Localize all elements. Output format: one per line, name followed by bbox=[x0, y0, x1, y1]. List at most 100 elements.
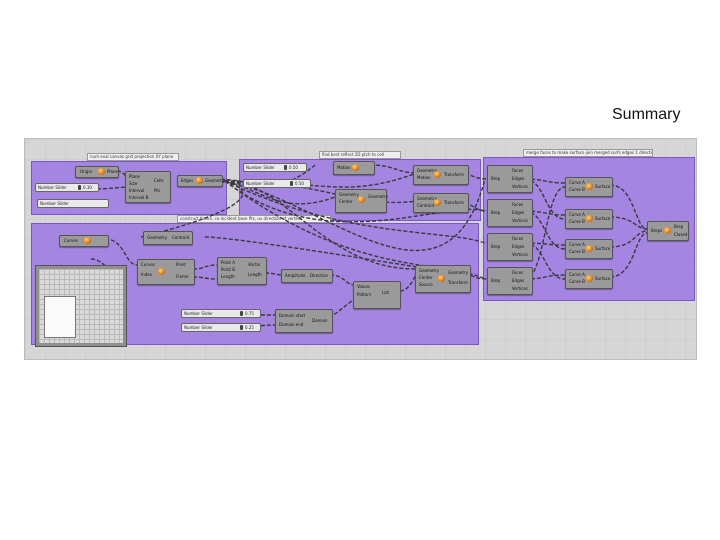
ruled-surface-1[interactable]: Curve A Curve B Surface bbox=[565, 177, 613, 197]
vector-out: Vector bbox=[248, 262, 261, 267]
edges-out: Edges bbox=[512, 210, 525, 215]
slider-label: Number Slider bbox=[246, 165, 275, 170]
brep-in: Brep bbox=[491, 210, 501, 215]
deconstruct-brep-4[interactable]: Brep Faces Edges Vertices bbox=[487, 267, 533, 295]
ruled-surface-icon bbox=[586, 245, 593, 252]
slider-value: 0.25 bbox=[245, 325, 254, 330]
deconstruct-brep-2[interactable]: Brep Faces Edges Vertices bbox=[487, 199, 533, 227]
ruled-surface-icon bbox=[586, 275, 593, 282]
curve-a: Curve A bbox=[569, 180, 585, 185]
orient-source: Source bbox=[419, 282, 433, 287]
point-b: Point B bbox=[221, 267, 235, 272]
slide-title: Summary bbox=[612, 106, 681, 123]
frame-frame: Frame bbox=[176, 274, 189, 279]
grasshopper-canvas[interactable]: num eval canvas grid projection XY plane… bbox=[24, 138, 697, 360]
move-node[interactable]: Motion bbox=[333, 161, 375, 175]
origin-plane-node[interactable]: Origin Plane bbox=[75, 166, 119, 178]
scale-node[interactable]: Geometry Center Geometry bbox=[335, 189, 388, 213]
curves-label: Curves bbox=[64, 238, 78, 243]
domain-end: Domain end bbox=[279, 322, 304, 327]
point-a: Point A bbox=[221, 260, 235, 265]
vector-2pt-node[interactable]: Point A Point B Length Vector Length bbox=[217, 257, 267, 285]
construct-domain-node[interactable]: Domain start Domain end Domain bbox=[275, 309, 333, 333]
slider-value: 0.75 bbox=[245, 311, 254, 316]
brep-join-node[interactable]: Breps Brep Closed bbox=[647, 221, 689, 241]
orient-transform: Transform bbox=[448, 280, 468, 285]
viewport-preview[interactable] bbox=[35, 265, 127, 347]
edges-out: Edges bbox=[512, 278, 525, 283]
frame-index: Index bbox=[141, 272, 153, 277]
group-label-merge: merge faces to make surface join merged … bbox=[523, 149, 653, 157]
frame-point: Point bbox=[176, 262, 186, 267]
surface-out: Surface bbox=[595, 184, 611, 189]
geometry-label: Geometry bbox=[147, 235, 167, 240]
domain-start: Domain start bbox=[279, 313, 306, 318]
direction-label: Direction bbox=[310, 273, 329, 278]
group-label-grid: num eval canvas grid projection XY plane bbox=[87, 153, 179, 161]
slider-knob[interactable] bbox=[284, 165, 287, 170]
amplitude-node[interactable]: Amplitude Direction bbox=[281, 269, 333, 283]
cull-pattern: Pattern bbox=[357, 292, 372, 297]
deconstruct-brep-1[interactable]: Brep Faces Edges Vertices bbox=[487, 165, 533, 193]
number-slider-6[interactable]: Number Slider 0.25 bbox=[181, 323, 261, 332]
ruled-surface-icon bbox=[586, 183, 593, 190]
orient-node[interactable]: Geometry Center Source Geometry Transfor… bbox=[415, 265, 471, 293]
domain-out: Domain bbox=[312, 318, 328, 323]
group-label-construct: construct frame, co-incident base Pts, u… bbox=[177, 215, 331, 223]
number-slider-4[interactable]: Number Slider 0.50 bbox=[243, 179, 311, 188]
frame-curves: Curves bbox=[141, 262, 155, 267]
ruled-surface-2[interactable]: Curve A Curve B Surface bbox=[565, 209, 613, 229]
brep-in: Brep bbox=[491, 278, 501, 283]
curve-a: Curve A bbox=[569, 212, 585, 217]
motion-label: Motion bbox=[337, 165, 351, 170]
transform-output: Transform bbox=[444, 172, 464, 177]
brep-in: Brep bbox=[491, 176, 501, 181]
brep-join-icon bbox=[664, 227, 671, 234]
vertices-out: Vertices bbox=[512, 252, 528, 257]
slider-knob[interactable] bbox=[240, 325, 243, 330]
group-label-reflect: find best reflect 2D ptch to cell bbox=[319, 151, 401, 159]
cull-list: List bbox=[382, 290, 389, 295]
faces-out: Faces bbox=[512, 270, 524, 275]
vector-centroid-node[interactable]: Geometry Centroid bbox=[143, 231, 193, 245]
slider-knob[interactable] bbox=[240, 311, 243, 316]
transform-node-2[interactable]: Geometry Centroid Transform bbox=[413, 193, 469, 213]
scale-output: Geometry bbox=[368, 194, 388, 199]
curve-frame-node[interactable]: Curves Index Point Frame bbox=[137, 259, 195, 285]
surface-out: Surface bbox=[595, 216, 611, 221]
transform-node-1[interactable]: Geometry Motion Transform bbox=[413, 165, 469, 185]
output-pts: Pts bbox=[154, 188, 161, 193]
ruled-surface-3[interactable]: Curve A Curve B Surface bbox=[565, 239, 613, 259]
brep-in: Brep bbox=[491, 244, 501, 249]
transform-geometry: Geometry bbox=[417, 196, 437, 201]
number-slider-3[interactable]: Number Slider 0.50 bbox=[243, 163, 307, 172]
input-interval: Interval bbox=[129, 188, 145, 193]
number-slider-1[interactable]: Number Slider 0.30 bbox=[35, 183, 99, 192]
slider-value: 0.30 bbox=[83, 185, 92, 190]
number-slider-5[interactable]: Number Slider 0.75 bbox=[181, 309, 261, 318]
rectangular-grid-node[interactable]: Plane Size Interval Interval B Cells Pts bbox=[125, 171, 171, 203]
curve-param-node[interactable]: Curves bbox=[59, 235, 109, 247]
ruled-surface-4[interactable]: Curve A Curve B Surface bbox=[565, 269, 613, 289]
frame-icon bbox=[158, 268, 165, 275]
explode-icon bbox=[196, 177, 203, 184]
edges-node[interactable]: Edges Geometry bbox=[177, 175, 225, 187]
slider-knob[interactable] bbox=[290, 181, 293, 186]
cull-node[interactable]: Values Pattern List bbox=[353, 281, 401, 309]
vertices-out: Vertices bbox=[512, 218, 528, 223]
curve-b: Curve B bbox=[569, 249, 585, 254]
slider-knob[interactable] bbox=[78, 185, 81, 190]
geometry-label: Geometry bbox=[205, 178, 225, 183]
brep-out: Brep bbox=[674, 224, 684, 229]
slider-value: 0.50 bbox=[289, 165, 298, 170]
slider-value: 0.50 bbox=[295, 181, 304, 186]
input-size: Size bbox=[129, 181, 138, 186]
deconstruct-brep-3[interactable]: Brep Faces Edges Vertices bbox=[487, 233, 533, 261]
transform-centroid: Centroid bbox=[417, 203, 435, 208]
orient-icon bbox=[438, 275, 445, 282]
length-out: Length bbox=[248, 272, 262, 277]
number-slider-2[interactable]: Number Slider bbox=[37, 199, 109, 208]
slider-label: Number Slider bbox=[40, 201, 69, 206]
scale-center: Center bbox=[339, 199, 353, 204]
curve-b: Curve B bbox=[569, 187, 585, 192]
